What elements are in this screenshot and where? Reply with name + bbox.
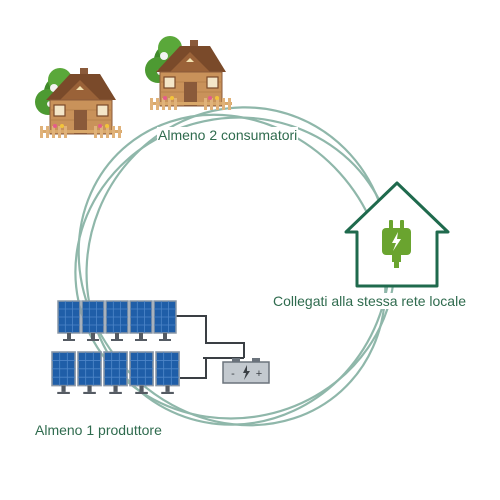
solar-panel-icon	[105, 300, 129, 342]
solar-panel-icon	[103, 351, 128, 395]
network-label: Collegati alla stessa rete locale	[272, 293, 467, 309]
solar-panel-icon	[51, 351, 76, 395]
battery-minus: -	[231, 368, 235, 380]
solar-panel-icon	[77, 351, 102, 395]
solar-panel-icon	[129, 300, 153, 342]
local-network-house	[344, 181, 450, 288]
solar-panel-icon	[155, 351, 180, 395]
ring-line	[85, 106, 391, 426]
solar-panel-icon	[57, 300, 81, 342]
solar-array	[51, 300, 180, 395]
consumer-house-right	[145, 36, 233, 111]
battery-plus: +	[256, 368, 262, 380]
solar-panel-icon	[153, 300, 177, 342]
producer-label: Almeno 1 produttore	[34, 422, 163, 438]
consumers-label: Almeno 2 consumatori	[157, 127, 299, 143]
plug-icon	[382, 220, 411, 268]
consumer-house-left	[35, 67, 123, 139]
battery-icon: - +	[222, 358, 270, 384]
